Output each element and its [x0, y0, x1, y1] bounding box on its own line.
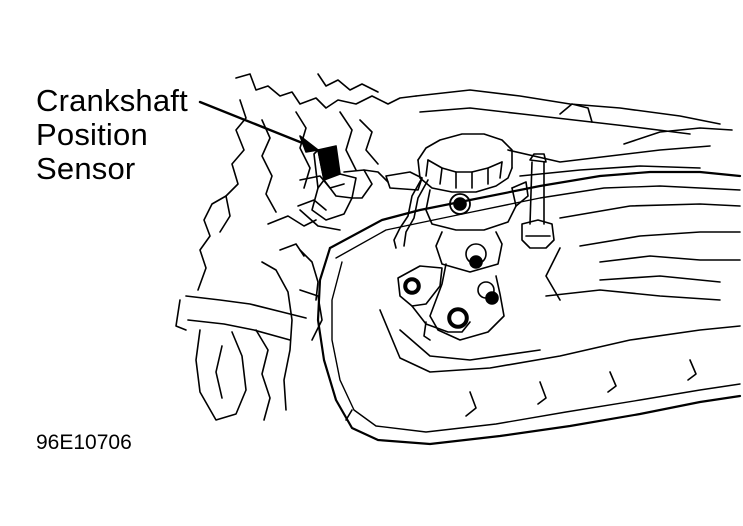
figure-id: 96E10706 — [36, 431, 132, 454]
stud-and-nut — [522, 154, 554, 248]
crankshaft-sensor-label: Crankshaft Position Sensor — [36, 84, 188, 186]
crankshaft-sensor-drawing — [300, 146, 388, 230]
callout-line-3: Sensor — [36, 151, 136, 186]
engine-block-outline — [176, 74, 416, 420]
callout-line-2: Position — [36, 117, 148, 152]
oil-pan — [318, 172, 740, 444]
callout-arrow — [200, 102, 318, 152]
oil-filler-cap — [386, 134, 528, 248]
callout-line-1: Crankshaft — [36, 83, 188, 118]
valve-cover — [416, 90, 732, 176]
outlet-elbow — [398, 232, 504, 340]
